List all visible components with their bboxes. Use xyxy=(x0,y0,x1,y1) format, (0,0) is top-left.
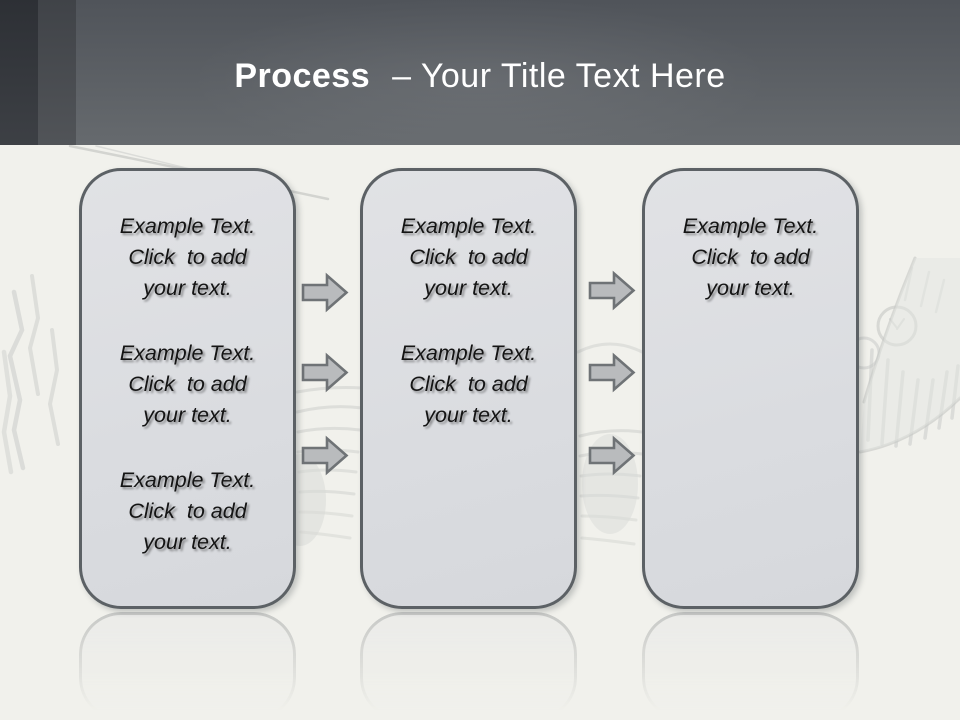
placeholder-line: Click to add xyxy=(128,245,247,269)
header-glow xyxy=(0,0,960,145)
right-arrow-icon xyxy=(301,272,349,313)
slide-title-topic: Process xyxy=(234,57,371,95)
placeholder-line: your text. xyxy=(424,403,513,427)
placeholder-line: Example Text. xyxy=(682,214,819,238)
slide-title-text: – Your Title Text Here xyxy=(392,57,726,95)
placeholder-text-block[interactable]: Example Text. Click to add your text. xyxy=(655,211,846,304)
right-arrow-icon xyxy=(588,435,636,476)
placeholder-text-block[interactable]: Example Text. Click to add your text. xyxy=(373,338,564,431)
box-1-content: Example Text. Click to add your text. Ex… xyxy=(82,171,293,558)
placeholder-line: your text. xyxy=(424,276,513,300)
process-box-2[interactable]: Example Text. Click to add your text. Ex… xyxy=(360,168,577,609)
right-arrow-icon xyxy=(588,270,636,311)
box-reflection xyxy=(79,612,296,720)
placeholder-line: Click to add xyxy=(691,245,810,269)
placeholder-text-block[interactable]: Example Text. Click to add your text. xyxy=(92,465,283,558)
process-box-1[interactable]: Example Text. Click to add your text. Ex… xyxy=(79,168,296,609)
header-accent-strip-dark xyxy=(0,0,38,145)
placeholder-line: Click to add xyxy=(409,372,528,396)
right-arrow-icon xyxy=(301,352,349,393)
header-accent-strip-medium xyxy=(38,0,76,145)
placeholder-text-block[interactable]: Example Text. Click to add your text. xyxy=(92,338,283,431)
placeholder-line: your text. xyxy=(706,276,795,300)
placeholder-line: Example Text. xyxy=(119,468,256,492)
placeholder-line: your text. xyxy=(143,530,232,554)
box-reflection xyxy=(360,612,577,720)
placeholder-line: Click to add xyxy=(128,372,247,396)
placeholder-line: Example Text. xyxy=(119,341,256,365)
slide-title: Process – Your Title Text Here xyxy=(0,56,960,96)
placeholder-text-block[interactable]: Example Text. Click to add your text. xyxy=(373,211,564,304)
box-3-content: Example Text. Click to add your text. xyxy=(645,171,856,304)
placeholder-text-block[interactable]: Example Text. Click to add your text. xyxy=(92,211,283,304)
title-bar: Process – Your Title Text Here xyxy=(0,0,960,145)
placeholder-line: Example Text. xyxy=(119,214,256,238)
process-box-3[interactable]: Example Text. Click to add your text. xyxy=(642,168,859,609)
placeholder-line: Click to add xyxy=(409,245,528,269)
placeholder-line: Example Text. xyxy=(400,214,537,238)
placeholder-line: Click to add xyxy=(128,499,247,523)
placeholder-line: your text. xyxy=(143,276,232,300)
box-2-content: Example Text. Click to add your text. Ex… xyxy=(363,171,574,431)
right-arrow-icon xyxy=(588,352,636,393)
placeholder-line: Example Text. xyxy=(400,341,537,365)
right-arrow-icon xyxy=(301,435,349,476)
placeholder-line: your text. xyxy=(143,403,232,427)
box-reflection xyxy=(642,612,859,720)
